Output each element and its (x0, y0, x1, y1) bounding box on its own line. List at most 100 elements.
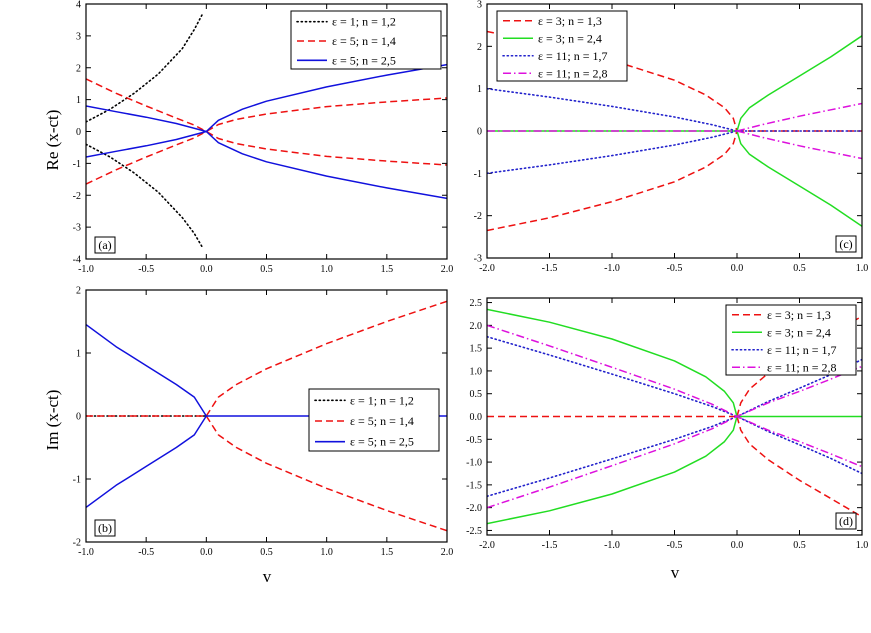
y-tick-label: 1.0 (470, 366, 483, 377)
series-line-c-3-1 (736, 102, 862, 132)
legend-entry: ε = 11; n = 1,7 (538, 49, 607, 63)
x-tick-label: -2.0 (479, 263, 495, 274)
legend-entry: ε = 3; n = 1,3 (538, 14, 602, 28)
legend-box (308, 388, 440, 452)
series-line-b-2-0 (86, 323, 207, 417)
legend-entry: ε = 5; n = 1,4 (350, 414, 414, 428)
x-tick-label: 2.0 (441, 547, 454, 558)
y-tick-label: -1 (73, 159, 81, 170)
legend-entry: ε = 1; n = 1,2 (350, 393, 414, 407)
x-tick-label: -1.0 (78, 547, 94, 558)
legend-entry: ε = 11; n = 1,7 (767, 343, 836, 357)
series-line-d-3-1 (487, 415, 862, 509)
panel-label: (c) (839, 237, 852, 251)
legend-entry: ε = 11; n = 2,8 (538, 66, 607, 80)
x-tick-label: 0.0 (200, 547, 213, 558)
plot-frame-b (85, 289, 448, 543)
y-tick-label: 2 (76, 63, 81, 74)
series-line-b-1-1 (205, 300, 447, 417)
plot-frame-c (486, 3, 863, 259)
legend-box (725, 304, 857, 376)
legend-entry: ε = 3; n = 2,4 (538, 31, 602, 45)
x-tick-label: 0.5 (260, 547, 273, 558)
x-tick-label: 1.0 (320, 264, 333, 275)
series-line-d-2-0 (487, 335, 862, 418)
series-line-d-3-0 (487, 324, 862, 418)
panel-label: (a) (98, 238, 111, 252)
x-tick-label: 1.5 (381, 264, 394, 275)
series-line-a-0-1 (86, 143, 204, 249)
x-tick-label: -2.0 (479, 540, 495, 551)
panel-label-box (835, 235, 857, 253)
x-tick-label: -1.0 (604, 263, 620, 274)
x-axis-title-right: v (671, 563, 680, 582)
plot-frame-d (486, 297, 863, 536)
y-tick-label: 3 (477, 0, 482, 11)
y-tick-label: 0.0 (470, 412, 483, 423)
y-axis-title-top: Re (x-ct) (43, 110, 62, 171)
y-tick-label: -3 (474, 254, 482, 265)
series-group-d (487, 308, 862, 525)
y-tick-label: -0.5 (466, 435, 482, 446)
legend-entry: ε = 5; n = 2,5 (332, 53, 396, 67)
panel-label: (d) (839, 514, 853, 528)
series-line-c-0-0 (487, 30, 738, 132)
y-tick-label: 1 (477, 84, 482, 95)
legend-entry: ε = 11; n = 2,8 (767, 360, 836, 374)
y-tick-label: 3 (76, 31, 81, 42)
y-tick-label: 0 (76, 412, 81, 423)
series-group-a (86, 12, 447, 249)
y-tick-label: -2 (73, 538, 81, 549)
series-line-a-1-0 (86, 78, 447, 133)
series-line-a-2-1 (86, 130, 447, 200)
y-tick-label: -1 (73, 475, 81, 486)
series-line-d-1-0 (487, 308, 738, 417)
y-axis-title-bottom: Im (x-ct) (43, 390, 62, 451)
series-line-b-2-1 (86, 415, 207, 509)
legend-entry: ε = 3; n = 1,3 (767, 308, 831, 322)
legend-b: ε = 1; n = 1,2 ε = 5; n = 1,4 ε = 5; n = 2… (308, 388, 440, 452)
x-tick-label: -1.5 (542, 540, 558, 551)
x-tick-label: -1.0 (604, 540, 620, 551)
series-line-a-1-1 (86, 130, 447, 185)
series-line-c-0-1 (487, 130, 738, 232)
x-tick-label: -0.5 (667, 263, 683, 274)
panel-label-box (835, 512, 857, 530)
y-tick-label: -2.5 (466, 526, 482, 537)
legend-a: ε = 1; n = 1,2ε = 5; n = 1,4ε = 5; n = 2… (290, 10, 442, 70)
series-line-c-2-1 (487, 130, 738, 175)
x-tick-label: 1.0 (320, 547, 333, 558)
series-line-b-1-2 (205, 415, 447, 532)
y-tick-label: 0.5 (470, 389, 483, 400)
panels: -1.0 -0.5 0.0 0.5 1.0 1.5 2.0 -4 -3 -2 -1 0 1 2 3 4 ε = … (73, 0, 869, 558)
x-tick-label: 1.0 (856, 540, 869, 551)
y-tick-label: 1 (76, 349, 81, 360)
panel-label-box (94, 519, 116, 537)
x-tick-label: 2.0 (441, 264, 454, 275)
y-tick-label: 2.5 (470, 298, 483, 309)
x-tick-label: -1.5 (542, 263, 558, 274)
y-tick-label: 2 (76, 286, 81, 297)
y-tick-label: 2 (477, 42, 482, 53)
x-tick-label: 1.5 (381, 547, 394, 558)
x-tick-label: 0.5 (793, 263, 806, 274)
y-tick-label: 4 (76, 0, 81, 11)
x-tick-label: -0.5 (667, 540, 683, 551)
y-tick-label: -1.0 (466, 458, 482, 469)
panel-label: (b) (98, 521, 112, 535)
panel-label-box (94, 236, 116, 254)
series-line-d-0-2 (736, 416, 862, 518)
x-tick-label: 0.0 (731, 540, 744, 551)
legend-entry: ε = 1; n = 1,2 (332, 15, 396, 29)
series-line-d-2-1 (487, 415, 862, 498)
y-tick-label: -4 (73, 255, 81, 266)
x-tick-label: -1.0 (78, 264, 94, 275)
legend-entry: ε = 5; n = 2,5 (350, 435, 414, 449)
legend-box (496, 10, 628, 82)
y-tick-label: 1.5 (470, 344, 483, 355)
